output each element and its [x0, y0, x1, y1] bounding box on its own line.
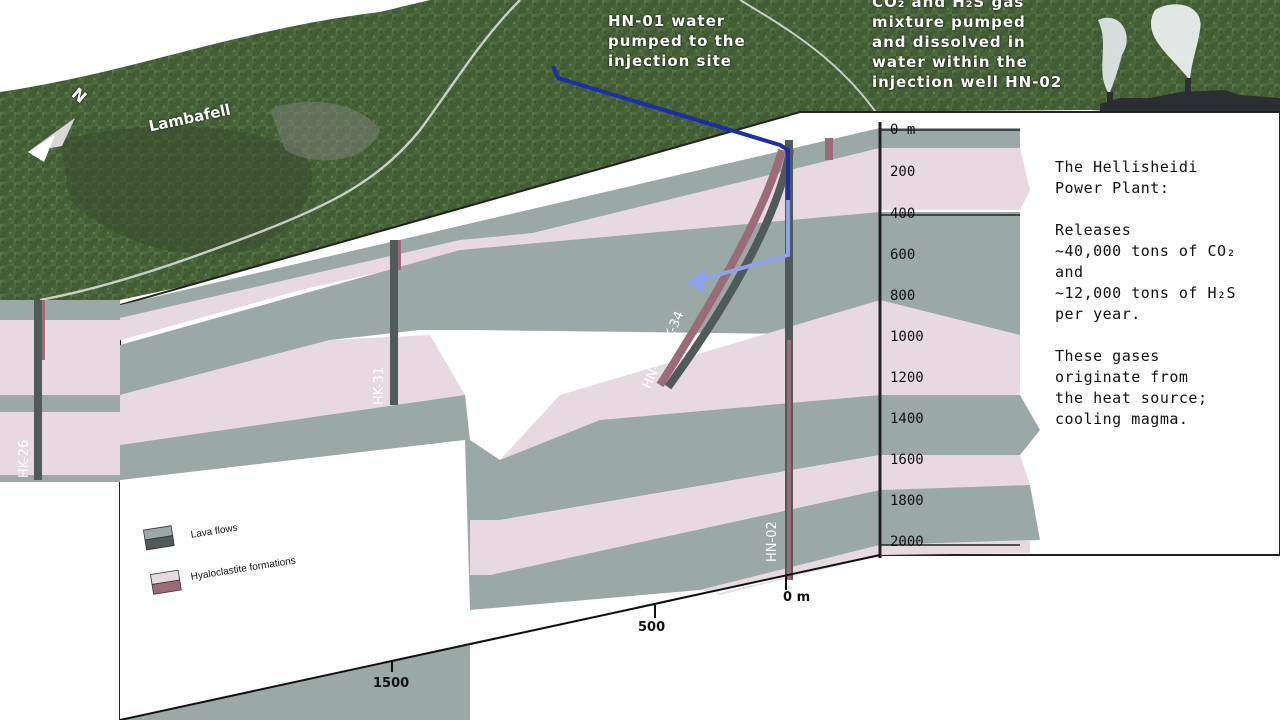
callout-gas-line: injection well HN-02 — [872, 73, 1063, 91]
depth-label: 800 — [890, 288, 916, 304]
plant-release-line: per year. — [1055, 305, 1141, 323]
plant-release-line: Releases — [1055, 221, 1132, 239]
left-lava3 — [0, 475, 120, 482]
plant-origin-line: cooling magma. — [1055, 410, 1189, 428]
well-label-hk-31: HK-31 — [372, 366, 387, 405]
injection-pipe — [551, 65, 790, 255]
scale-bar — [119, 554, 881, 720]
stratum-hyalo-deep — [470, 455, 1030, 575]
plant-info: The Hellisheidi Power Plant: Releases ~4… — [1055, 157, 1270, 451]
road — [739, 0, 881, 119]
stratum-hyalo — [120, 148, 1030, 340]
depth-axis-ticks — [880, 129, 1020, 546]
scale-label: 0 m — [783, 590, 811, 605]
left-hyalo2 — [0, 412, 120, 475]
plant-title-line: The Hellisheidi — [1055, 158, 1198, 176]
plant-origin: These gases originate from the heat sour… — [1055, 346, 1270, 430]
plant-title-line: Power Plant: — [1055, 179, 1170, 197]
well-stub — [825, 138, 833, 160]
callout-gas: CO₂ and H₂S gas mixture pumped and disso… — [872, 0, 1062, 92]
stratum-hyalo-right — [500, 300, 1020, 460]
depth-label: 1600 — [890, 452, 924, 468]
injection-arrow-head — [686, 268, 706, 292]
legend — [142, 525, 182, 595]
depth-label: 400 — [890, 206, 916, 222]
depth-label: 1400 — [890, 411, 924, 427]
callout-water: HN-01 water pumped to the injection site — [608, 11, 746, 71]
mountain-shading — [60, 126, 312, 255]
plant-origin-line: These gases — [1055, 347, 1160, 365]
left-lava2 — [0, 395, 120, 412]
plant-release: Releases ~40,000 tons of CO₂ and ~12,000… — [1055, 220, 1270, 325]
well-hk-26 — [34, 300, 45, 480]
well-hn-04-hk-34 — [656, 148, 794, 390]
depth-label: 0 m — [890, 122, 916, 138]
stratum-hyalo-mid — [120, 335, 465, 445]
scale-label: 1500 — [373, 676, 410, 691]
stratum-lava-right — [470, 395, 1040, 520]
depth-label: 2000 — [890, 534, 924, 550]
stratum-lava-deep — [470, 485, 1040, 610]
legend-swatch-hyalo-dark — [151, 579, 182, 595]
plant-title: The Hellisheidi Power Plant: — [1055, 157, 1270, 199]
scale-label: 500 — [638, 620, 666, 635]
depth-label: 1000 — [890, 329, 924, 345]
callout-gas-line: water within the — [872, 53, 1028, 71]
white-cutaway — [120, 440, 880, 720]
well-label-hn-02: HN-02 — [765, 521, 780, 562]
left-hyalo — [0, 320, 120, 395]
power-plant-icon — [1098, 4, 1280, 117]
callout-gas-line: mixture pumped — [872, 13, 1026, 31]
depth-label: 200 — [890, 164, 916, 180]
depth-label: 600 — [890, 247, 916, 263]
plant-origin-line: the heat source; — [1055, 389, 1208, 407]
callout-water-line: pumped to the — [608, 32, 746, 50]
left-lava — [0, 300, 120, 320]
callout-gas-line: and dissolved in — [872, 33, 1026, 51]
plant-release-line: and — [1055, 263, 1084, 281]
callout-gas-line: CO₂ and H₂S gas — [872, 0, 1025, 11]
stratum-hyalo-bottom — [700, 540, 1030, 595]
stratum-hyalo-upper — [120, 200, 880, 330]
injection-arrow — [699, 200, 790, 282]
plant-release-line: ~40,000 tons of CO₂ — [1055, 242, 1237, 260]
quarry-patch — [270, 101, 380, 161]
road — [39, 0, 521, 302]
north-arrow-icon — [28, 118, 75, 162]
legend-swatch-lava-dark — [144, 535, 175, 551]
stratum-lava-main — [120, 212, 1020, 395]
depth-label: 1200 — [890, 370, 924, 386]
callout-water-line: injection site — [608, 52, 732, 70]
aerial-terrain — [0, 0, 1280, 300]
plant-release-line: ~12,000 tons of H₂S — [1055, 284, 1237, 302]
depth-label: 1800 — [890, 493, 924, 509]
well-hk-31 — [390, 240, 401, 405]
well-hn-02 — [785, 140, 793, 580]
well-label-hk-26: HK-26 — [17, 439, 32, 478]
plant-origin-line: originate from — [1055, 368, 1189, 386]
callout-water-line: HN-01 water — [608, 12, 726, 30]
